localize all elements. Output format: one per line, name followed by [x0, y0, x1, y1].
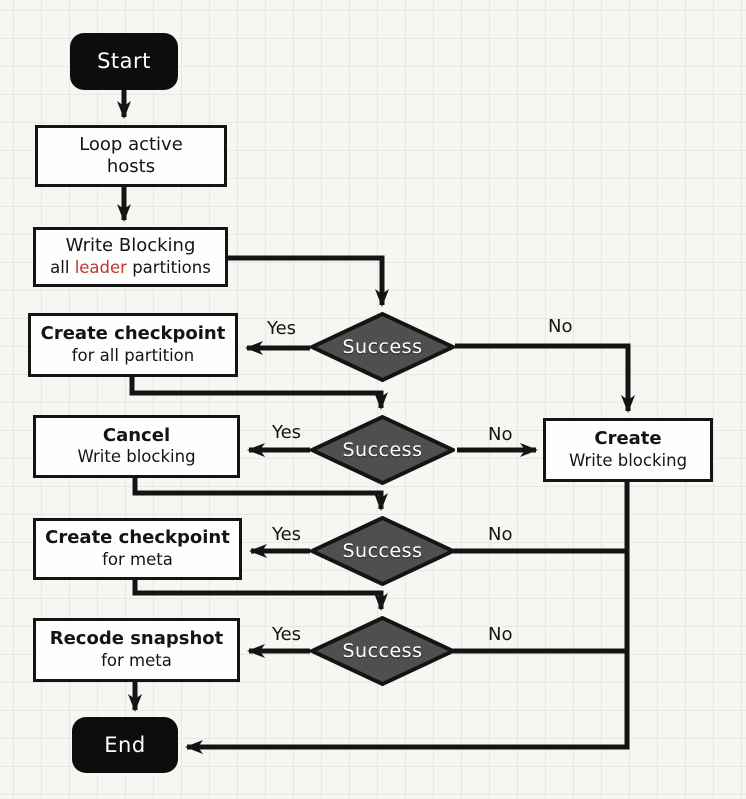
decision-success-4-label: Success [342, 640, 423, 662]
diamond-shape-icon [310, 516, 455, 586]
decision-success-3-label: Success [342, 540, 423, 562]
node-loop-active-hosts-line1: Loop active [79, 133, 183, 155]
edge-d1-no [455, 343, 635, 413]
edge-label-yes-4: Yes [272, 624, 302, 645]
node-start: Start [70, 33, 178, 90]
decision-success-2: Success [310, 415, 455, 485]
edge-cancel-d3 [132, 478, 388, 511]
edge-label-no-2: No [488, 424, 513, 445]
edge-checkpointall-d2 [129, 377, 388, 410]
node-create-checkpoint-meta: Create checkpoint for meta [33, 518, 242, 580]
edge-label-no-3: No [488, 524, 513, 545]
node-write-blocking: Write Blocking all leader partitions [33, 227, 228, 287]
node-cancel-write-blocking-line1: Cancel [102, 424, 171, 446]
diamond-shape-icon [310, 616, 455, 686]
decision-success-3: Success [310, 516, 455, 586]
edge-checkpointmeta-d4 [132, 580, 388, 611]
decision-success-2-label: Success [342, 439, 423, 461]
node-create-write-blocking-line1: Create [594, 428, 662, 450]
edge-label-no-4: No [488, 624, 513, 645]
node-cancel-write-blocking-line2: Write blocking [77, 447, 196, 467]
node-recode-snapshot-line2: for meta [101, 650, 172, 670]
node-loop-active-hosts-line2: hosts [106, 156, 156, 177]
edge-label-no-1: No [548, 316, 573, 337]
node-start-label: Start [97, 49, 151, 74]
node-create-checkpoint-all-line1: Create checkpoint [40, 323, 226, 345]
node-create-checkpoint-all: Create checkpoint for all partition [28, 313, 238, 377]
node-create-write-blocking: Create Write blocking [543, 418, 713, 482]
node-end: End [72, 717, 178, 773]
node-create-checkpoint-meta-line1: Create checkpoint [45, 527, 230, 549]
node-recode-snapshot: Recode snapshot for meta [33, 618, 240, 682]
diamond-shape-icon [310, 415, 455, 485]
decision-success-4: Success [310, 616, 455, 686]
decision-success-1-label: Success [342, 336, 423, 358]
node-write-blocking-line2-prefix: all [50, 257, 75, 277]
edge-label-yes-1: Yes [267, 318, 297, 339]
node-loop-active-hosts: Loop active hosts [35, 125, 227, 187]
node-write-blocking-line2-highlight: leader [74, 257, 127, 277]
node-create-checkpoint-meta-line2: for meta [102, 549, 173, 569]
diamond-shape-icon [310, 312, 455, 382]
node-write-blocking-line1: Write Blocking [65, 235, 196, 257]
edge-label-yes-3: Yes [272, 524, 302, 545]
node-create-write-blocking-line2: Write blocking [568, 450, 688, 470]
edge-writeblocking-d1 [228, 255, 389, 307]
node-write-blocking-line2-suffix: partitions [126, 257, 211, 277]
edge-create-end-collector [185, 482, 630, 754]
edge-label-yes-2: Yes [272, 422, 302, 443]
decision-success-1: Success [310, 312, 455, 382]
node-write-blocking-line2: all leader partitions [50, 258, 211, 279]
node-recode-snapshot-line1: Recode snapshot [49, 628, 224, 650]
node-cancel-write-blocking: Cancel Write blocking [33, 415, 240, 478]
node-create-checkpoint-all-line2: for all partition [71, 345, 195, 365]
node-end-label: End [104, 732, 146, 757]
